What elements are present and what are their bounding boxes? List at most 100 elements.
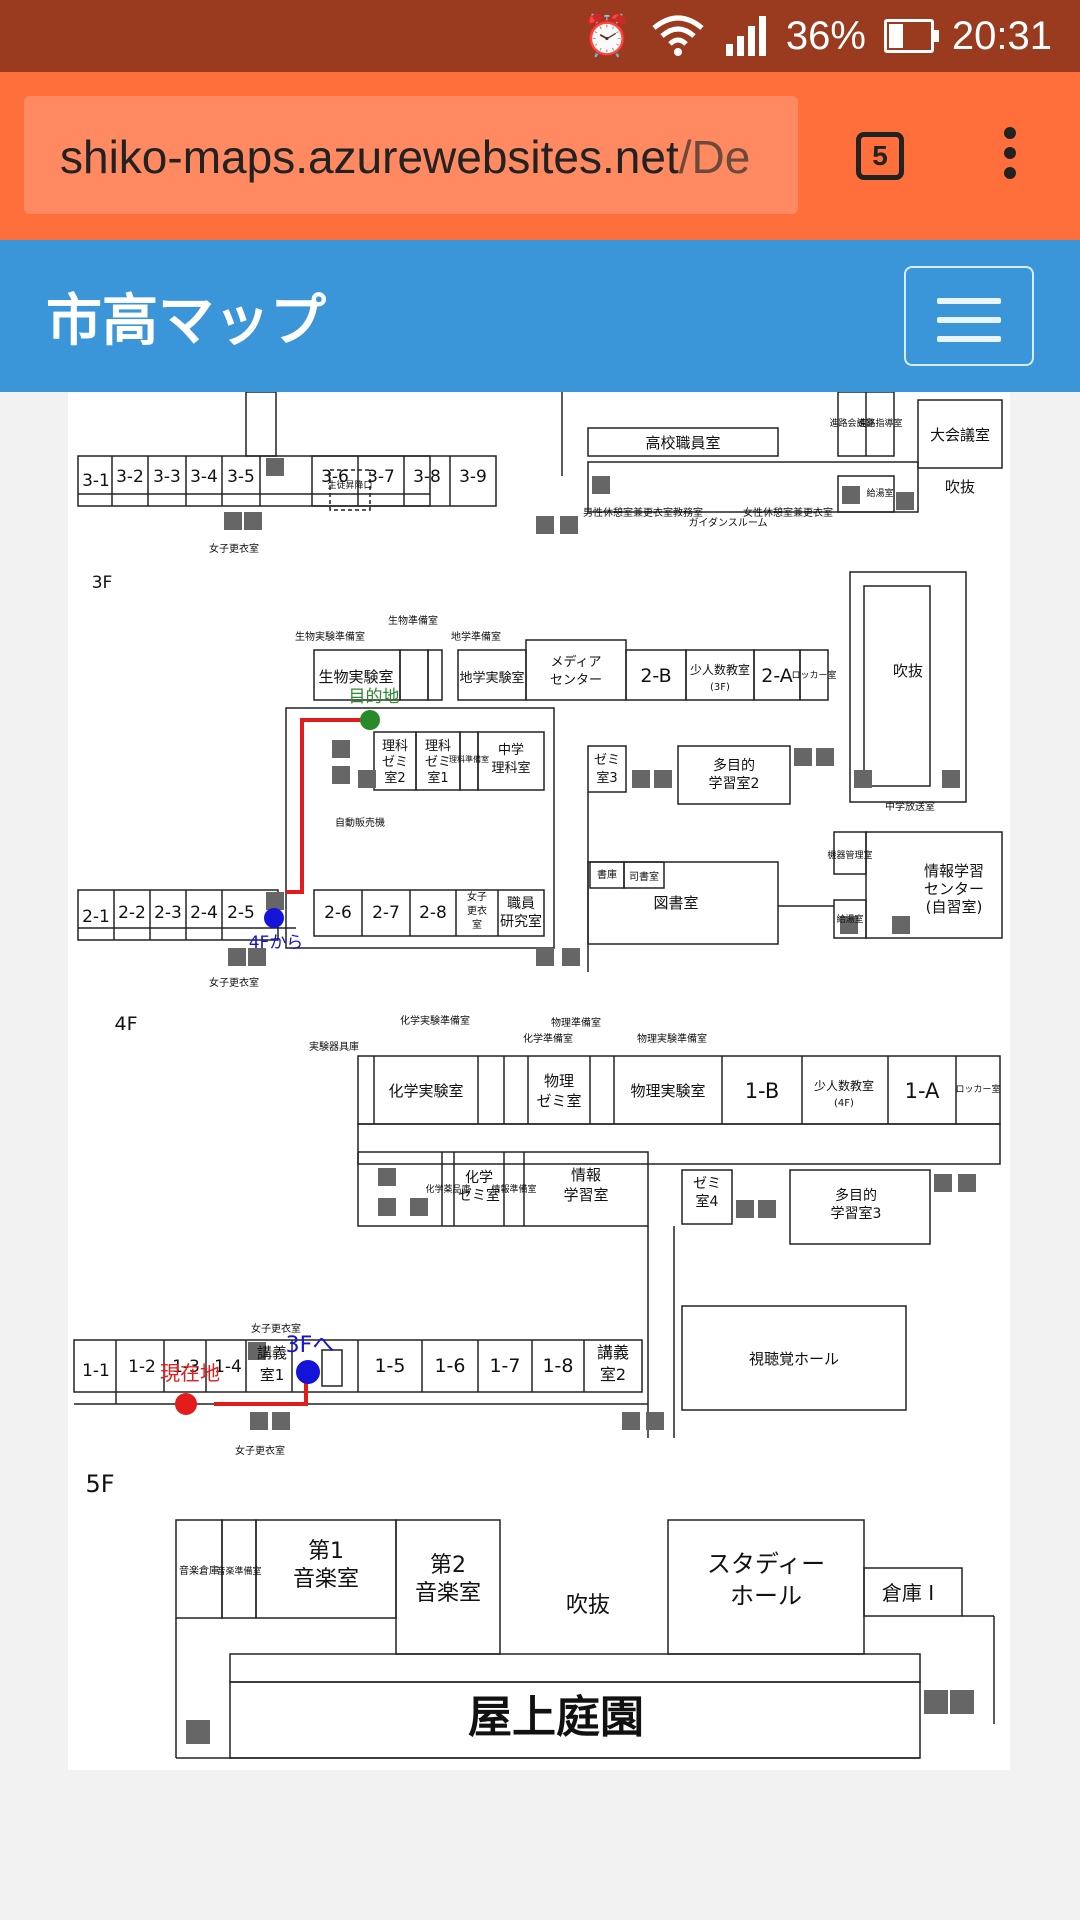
lecture2-label-2: 室2 — [600, 1365, 626, 1384]
supply-label: 給湯室 — [866, 487, 893, 499]
room-label: 2-2 — [118, 903, 146, 923]
wc-icon — [758, 1200, 776, 1218]
stairs-icon — [934, 1174, 952, 1192]
stairs-marker-from-4f — [264, 908, 284, 928]
girls-changing-label-3: 室 — [472, 918, 482, 931]
room-label: 2-6 — [324, 903, 352, 923]
affairs-label: 教務室 — [673, 506, 703, 519]
floor-3f-label: 3F — [92, 573, 113, 593]
accessible-wc-icon — [224, 512, 242, 530]
sci-sem1-label-3: 室1 — [427, 770, 448, 786]
room-label: 1-7 — [489, 1355, 520, 1377]
chem-prep2-label: 化学準備室 — [523, 1032, 573, 1045]
stairs-icon — [646, 1412, 664, 1430]
sci-sem2-label-3: 室2 — [384, 770, 405, 786]
female-changing-4f-bottom-label: 女子更衣室 — [235, 1444, 285, 1457]
from-4f-text: 4Fから — [249, 933, 304, 953]
wc-icon — [840, 916, 858, 934]
seminar3-label-2: 室3 — [596, 770, 617, 786]
stairs-icon — [942, 770, 960, 788]
sci-prep-label: 理科準備室 — [449, 754, 489, 764]
books-label: 書庫 — [597, 868, 617, 881]
hamburger-icon[interactable] — [904, 266, 1034, 366]
info-center-label-3: (自習室) — [926, 898, 983, 916]
alarm-icon: ⏰ — [582, 14, 632, 58]
signal-icon — [725, 16, 766, 56]
info-center-label-1: 情報学習 — [924, 862, 984, 880]
floor-5f-label: 5F — [85, 1470, 114, 1498]
url-host: shiko-maps.azurewebsites.net — [60, 131, 679, 183]
chem-sem-label-2: ゼミ室 — [458, 1187, 500, 1204]
vending-label: 自動販売機 — [335, 816, 385, 829]
battery-percent: 36% — [785, 13, 866, 58]
seminar4-label-1: ゼミ — [693, 1176, 721, 1192]
room-label: 2-3 — [154, 903, 182, 923]
fukinuke-3f-label: 吹抜 — [893, 662, 923, 680]
media-label-2: センター — [550, 673, 602, 688]
room-label: 3-7 — [367, 467, 395, 487]
stairs-icon — [892, 916, 910, 934]
small-room-4f-label-1: 少人数教室 — [814, 1078, 874, 1093]
elevator-icon — [950, 1690, 974, 1714]
info-lab-label-2: 学習室 — [563, 1186, 608, 1204]
locker-3f-label: ロッカー室 — [791, 669, 836, 681]
stairs-icon — [854, 770, 872, 788]
info-prep-label: 情報準備室 — [491, 1183, 536, 1195]
music2-label-1: 第2 — [430, 1553, 466, 1578]
small-room-4f-label-2: (4F) — [834, 1098, 854, 1109]
girls-changing-label-1: 女子 — [467, 890, 487, 903]
seminar4-label-2: 室4 — [696, 1193, 719, 1210]
room-2a-label: 2-A — [761, 665, 793, 687]
stairs-icon — [562, 948, 580, 966]
female-changing-4f-top-label: 女子更衣室 — [251, 1322, 301, 1335]
rooftop-garden-label: 屋上庭園 — [468, 1692, 644, 1743]
wc-icon — [332, 740, 350, 758]
room-label: 3-9 — [459, 467, 487, 487]
sci-sem2-label-1: 理科 — [382, 739, 408, 754]
male-rest-label: 男性休憩室兼更衣室 — [583, 506, 673, 519]
tab-switcher-button[interactable]: 5 — [856, 132, 904, 180]
supply-3f-label: 給湯室 — [836, 913, 863, 925]
room-label: 2-7 — [372, 903, 400, 923]
stairs-icon — [248, 1342, 266, 1360]
elevator-icon — [816, 748, 834, 766]
av-hall-label: 視聴覚ホール — [749, 1350, 839, 1368]
equip-store-label: 実験器具庫 — [309, 1040, 359, 1053]
stairs-icon — [560, 516, 578, 534]
stairs-marker-to-3f — [296, 1360, 320, 1384]
staff-lab-label-2: 研究室 — [500, 913, 542, 930]
room-label: 1-8 — [542, 1355, 573, 1377]
phys-sem-label-2: ゼミ室 — [536, 1092, 581, 1110]
goal-text: 目的地 — [349, 687, 400, 707]
librarian-label: 司書室 — [629, 870, 659, 883]
wc-icon — [654, 770, 672, 788]
staffroom-label: 高校職員室 — [645, 434, 720, 452]
multi2-label-2: 学習室2 — [709, 775, 760, 792]
accessible-wc-icon — [250, 1412, 268, 1430]
room-label: 1-3 — [172, 1357, 200, 1377]
room-label: 2-1 — [82, 907, 110, 927]
wifi-icon — [652, 15, 704, 56]
wc-icon — [536, 948, 554, 966]
floor-map[interactable]: 3-1 3-2 3-3 3-4 3-5 3-6 3-7 3-8 3-9 高校職員… — [68, 391, 1010, 1770]
current-location-text: 現在地 — [160, 1361, 220, 1385]
phys-lab-prep-label: 物理実験準備室 — [637, 1032, 707, 1045]
room-2b-label: 2-B — [640, 665, 671, 687]
study-hall-label-1: スタディー — [707, 1550, 825, 1578]
kebab-menu-icon[interactable] — [1000, 127, 1020, 187]
room-label: 1-4 — [214, 1357, 242, 1377]
floor-4f-label: 4F — [114, 1013, 137, 1035]
url-path: /De — [678, 131, 751, 183]
url-field[interactable]: shiko-maps.azurewebsites.net/De — [24, 96, 798, 214]
phys-sem-label-1: 物理 — [544, 1072, 574, 1090]
room-label: 2-8 — [419, 903, 447, 923]
stairs-icon — [266, 892, 284, 910]
site-brand[interactable]: 市高マップ — [46, 289, 326, 354]
multi3-label-1: 多目的 — [835, 1187, 877, 1204]
equip-label: 機器管理室 — [827, 849, 872, 861]
wc-icon — [248, 948, 266, 966]
geo-lab-label: 地学実験室 — [459, 670, 524, 686]
site-navbar: 市高マップ — [0, 240, 1080, 392]
room-label: 2-4 — [190, 903, 218, 923]
career-conf-label: 進路会議室 — [829, 417, 874, 429]
